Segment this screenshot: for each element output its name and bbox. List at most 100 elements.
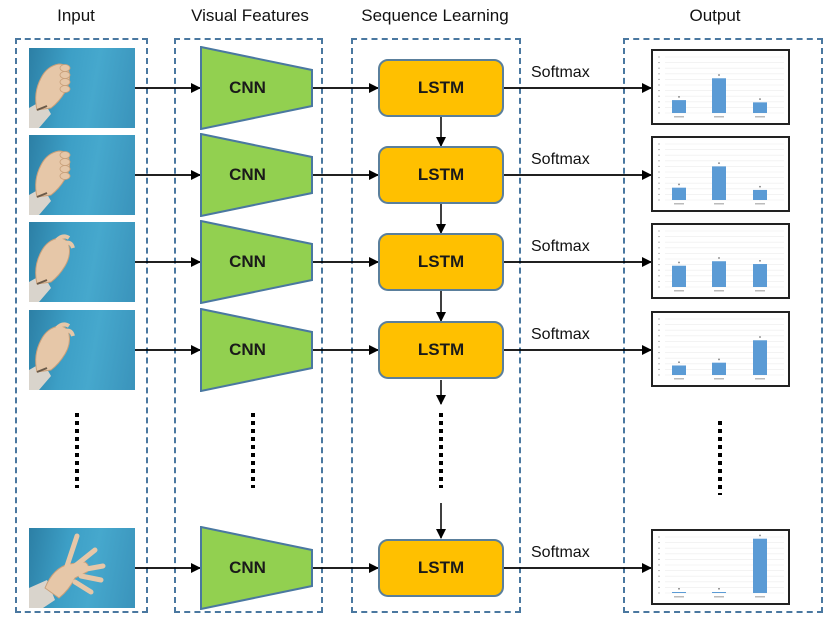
header-visual-features: Visual Features (191, 6, 309, 25)
bar-category-label (674, 378, 684, 380)
header-input: Input (57, 6, 95, 25)
probability-bar (712, 592, 726, 593)
chart-y-tick (658, 112, 660, 114)
chart-y-tick (658, 177, 660, 179)
chart-y-tick (658, 78, 660, 80)
chart-y-tick (658, 84, 660, 86)
probability-bar (672, 100, 686, 113)
chart-y-tick (658, 247, 660, 249)
chart-y-tick (658, 149, 660, 151)
bar-category-label (714, 116, 724, 118)
output-probability-chart (651, 49, 790, 125)
chart-y-tick (658, 335, 660, 337)
chart-y-tick (658, 182, 660, 184)
bar-category-label (714, 378, 724, 380)
bar-value-label (718, 74, 720, 76)
bar-value-label (759, 98, 761, 100)
output-probability-chart (651, 311, 790, 387)
chart-y-tick (658, 586, 660, 588)
bar-value-label (718, 257, 720, 259)
chart-y-tick (658, 160, 660, 162)
chart-y-tick (658, 171, 660, 173)
chart-y-tick (658, 230, 660, 232)
probability-bar (712, 78, 726, 113)
chart-y-tick (658, 56, 660, 58)
chart-y-tick (658, 357, 660, 359)
chart-y-tick (658, 368, 660, 370)
chart-y-tick (658, 575, 660, 577)
probability-bar (672, 187, 686, 200)
input-frame-image (29, 222, 135, 302)
probability-bar (672, 265, 686, 287)
lstm-cell: LSTM (378, 539, 504, 597)
chart-y-tick (658, 340, 660, 342)
bar-category-label (674, 290, 684, 292)
lstm-cell: LSTM (378, 146, 504, 204)
chart-y-tick (658, 324, 660, 326)
sequence-learning-group-box (351, 38, 521, 613)
chart-y-tick (658, 236, 660, 238)
bar-value-label (718, 358, 720, 361)
input-frame-image (29, 528, 135, 608)
bar-value-label (759, 336, 761, 338)
chart-y-tick (658, 193, 660, 195)
probability-bar (672, 365, 686, 375)
bar-category-label (755, 596, 765, 598)
chart-y-tick (658, 592, 660, 594)
bar-value-label (678, 361, 680, 363)
input-frame-image (29, 48, 135, 128)
chart-y-tick (658, 581, 660, 583)
probability-bar (753, 189, 767, 200)
cnn-block: CNN (200, 133, 315, 217)
cnn-label: CNN (229, 165, 266, 184)
chart-y-tick (658, 143, 660, 145)
bar-category-label (755, 203, 765, 205)
bar-value-label (759, 260, 761, 262)
cnn-trapezoid-shape (200, 526, 313, 610)
chart-y-tick (658, 363, 660, 365)
chart-y-tick (658, 536, 660, 538)
lstm-cell: LSTM (378, 59, 504, 117)
cnn-label: CNN (229, 340, 266, 359)
chart-y-tick (658, 280, 660, 282)
cnn-label: CNN (229, 78, 266, 97)
cnn-block: CNN (200, 46, 315, 130)
chart-y-tick (658, 542, 660, 544)
chart-y-tick (658, 352, 660, 354)
chart-y-tick (658, 199, 660, 201)
bar-value-label (678, 261, 680, 264)
bar-value-label (718, 588, 720, 590)
softmax-label: Softmax (531, 326, 590, 343)
bar-category-label (714, 596, 724, 598)
chart-y-tick (658, 90, 660, 92)
softmax-label: Softmax (531, 238, 590, 255)
chart-y-tick (658, 286, 660, 288)
chart-y-tick (658, 95, 660, 97)
cnn-trapezoid-shape (200, 133, 313, 217)
cnn-trapezoid-shape (200, 46, 313, 130)
chart-y-tick (658, 252, 660, 254)
bar-category-label (674, 116, 684, 118)
chart-y-tick (658, 165, 660, 167)
cnn-block: CNN (200, 526, 315, 610)
probability-bar (753, 538, 767, 593)
chart-y-tick (658, 269, 660, 271)
probability-bar (753, 102, 767, 113)
bar-value-label (718, 162, 720, 164)
header-output: Output (689, 6, 741, 25)
softmax-label: Softmax (531, 64, 590, 81)
probability-bar (753, 340, 767, 375)
probability-bar (753, 264, 767, 287)
chart-y-tick (658, 258, 660, 260)
output-probability-chart (651, 529, 790, 605)
chart-y-tick (658, 62, 660, 64)
chart-y-tick (658, 558, 660, 560)
probability-bar (712, 362, 726, 375)
output-probability-chart (651, 136, 790, 212)
chart-y-tick (658, 241, 660, 243)
cnn-block: CNN (200, 220, 315, 304)
chart-y-tick (658, 67, 660, 69)
chart-y-tick (658, 73, 660, 75)
bar-value-label (759, 185, 761, 188)
